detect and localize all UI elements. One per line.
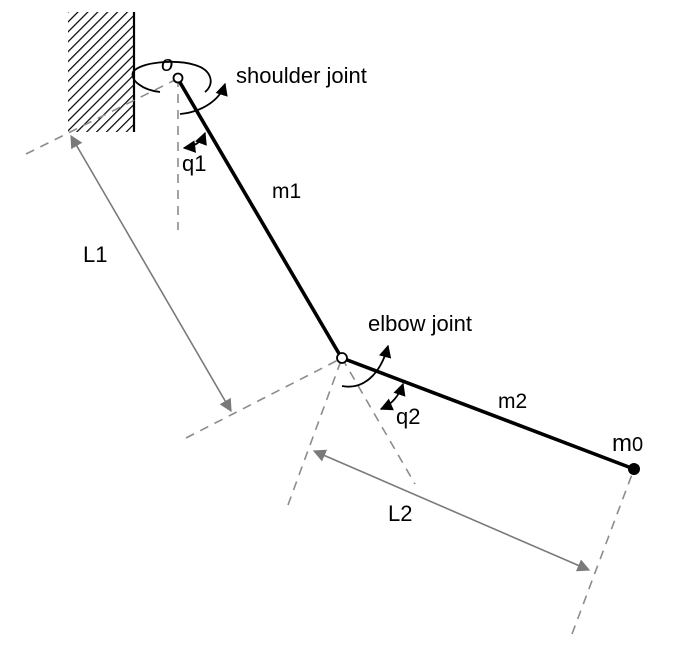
wall-support — [68, 12, 136, 132]
m0-subscript: 0 — [632, 434, 643, 456]
L1-extension-bottom — [185, 357, 343, 439]
q2-label: q2 — [396, 404, 420, 429]
m0-label: m0 — [612, 430, 643, 457]
reference-lines — [25, 78, 635, 635]
elbow-rotation-indicator — [341, 344, 392, 388]
link-2 — [341, 356, 635, 471]
origin-label: o — [161, 51, 173, 76]
L2-dimension-arrow — [312, 449, 591, 572]
q1-label: q1 — [182, 151, 206, 176]
link-1 — [176, 78, 343, 358]
m2-label: m2 — [498, 390, 527, 413]
L2-label: L2 — [388, 501, 412, 526]
shoulder-rotation-indicator — [131, 61, 228, 115]
L1-extension-top — [25, 79, 176, 155]
elbow-joint-label: elbow joint — [368, 311, 472, 336]
end-mass-point — [628, 463, 640, 475]
L1-dimension-arrow — [70, 134, 232, 413]
link1-extension — [341, 357, 416, 485]
m1-label: m1 — [272, 180, 301, 203]
shoulder-joint — [172, 72, 184, 84]
m0-main: m — [612, 430, 632, 457]
shoulder-joint-label: shoulder joint — [236, 63, 367, 88]
L2-extension-right — [571, 468, 635, 635]
q1-arc — [182, 131, 207, 153]
L2-extension-left — [287, 357, 343, 506]
elbow-joint — [336, 352, 348, 364]
L1-label: L1 — [83, 242, 107, 267]
q2-arc — [379, 382, 406, 411]
dimension-lines — [70, 134, 591, 572]
